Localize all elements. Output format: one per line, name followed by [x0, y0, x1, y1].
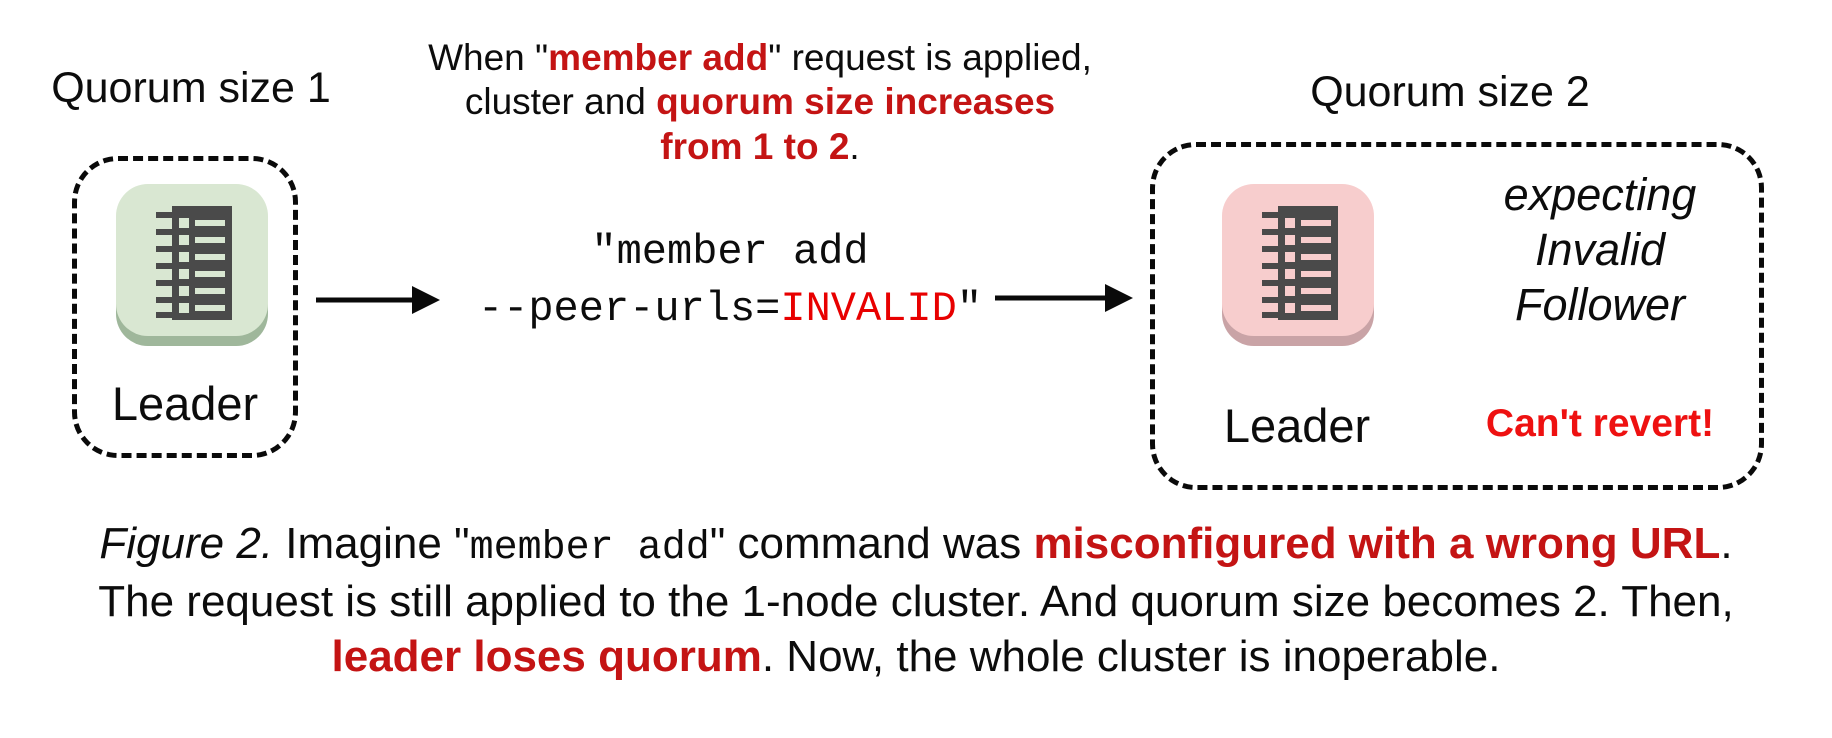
- cant-revert-warning: Can't revert!: [1485, 402, 1715, 445]
- caption-seg: " command was: [709, 519, 1034, 568]
- command-seg: ": [956, 284, 983, 333]
- expect-line-3: Follower: [1514, 278, 1686, 330]
- caption-seg-red: misconfigured with a wrong URL: [1033, 519, 1721, 568]
- left-leader-label: Leader: [111, 377, 259, 430]
- left-cluster-box: [72, 156, 298, 458]
- caption-seg: Imagine ": [273, 519, 470, 568]
- note-seg-red: from 1 to 2: [660, 125, 850, 167]
- note-line-1: When "member add" request is applied,: [390, 36, 1130, 80]
- figure-caption: Figure 2. Imagine "member add" command w…: [0, 516, 1832, 684]
- command-line-2: --peer-urls=INVALID": [400, 281, 1060, 338]
- command-line-1: "member add: [591, 228, 869, 276]
- note-seg-red: member add: [548, 37, 769, 78]
- expecting-invalid-follower-note: expecting Invalid Follower: [1430, 168, 1770, 333]
- etcd-member-log-icon-pink: [1222, 184, 1374, 346]
- command-seg: --peer-urls=: [477, 284, 781, 333]
- caption-line-2: The request is still applied to the 1-no…: [98, 577, 1734, 626]
- expect-line-1: expecting: [1503, 169, 1697, 220]
- caption-line-3: leader loses quorum. Now, the whole clus…: [0, 629, 1832, 684]
- note-line-2: cluster and quorum size increases: [390, 80, 1130, 124]
- note-seg: cluster and: [464, 81, 657, 123]
- right-cluster-title: Quorum size 2: [1310, 68, 1590, 116]
- left-cluster-title: Quorum size 1: [51, 64, 331, 112]
- etcd-member-log-icon-green: [116, 184, 268, 346]
- note-seg: When ": [428, 37, 549, 78]
- arrow-right-icon: [316, 286, 440, 314]
- note-seg: .: [849, 125, 860, 167]
- right-cluster-box: [1150, 142, 1764, 490]
- caption-line-1: Figure 2. Imagine "member add" command w…: [0, 516, 1832, 574]
- member-add-command: "member add --peer-urls=INVALID": [400, 224, 1060, 337]
- figure-number-label: Figure 2.: [99, 519, 274, 568]
- caption-seg: . Now, the whole cluster is inoperable.: [761, 632, 1501, 681]
- caption-seg-red: leader loses quorum: [331, 632, 762, 681]
- right-leader-label: Leader: [1223, 399, 1371, 452]
- command-invalid-value: INVALID: [780, 284, 957, 333]
- note-line-3: from 1 to 2.: [390, 125, 1130, 169]
- expect-line-2: Invalid: [1534, 223, 1666, 275]
- note-seg-red: quorum size increases: [656, 81, 1056, 123]
- caption-member-add-code: member add: [469, 526, 710, 571]
- note-seg: " request is applied,: [768, 37, 1092, 78]
- member-add-note: When "member add" request is applied, cl…: [390, 36, 1130, 169]
- caption-seg: .: [1720, 519, 1733, 568]
- arrow-right-icon: [995, 284, 1133, 312]
